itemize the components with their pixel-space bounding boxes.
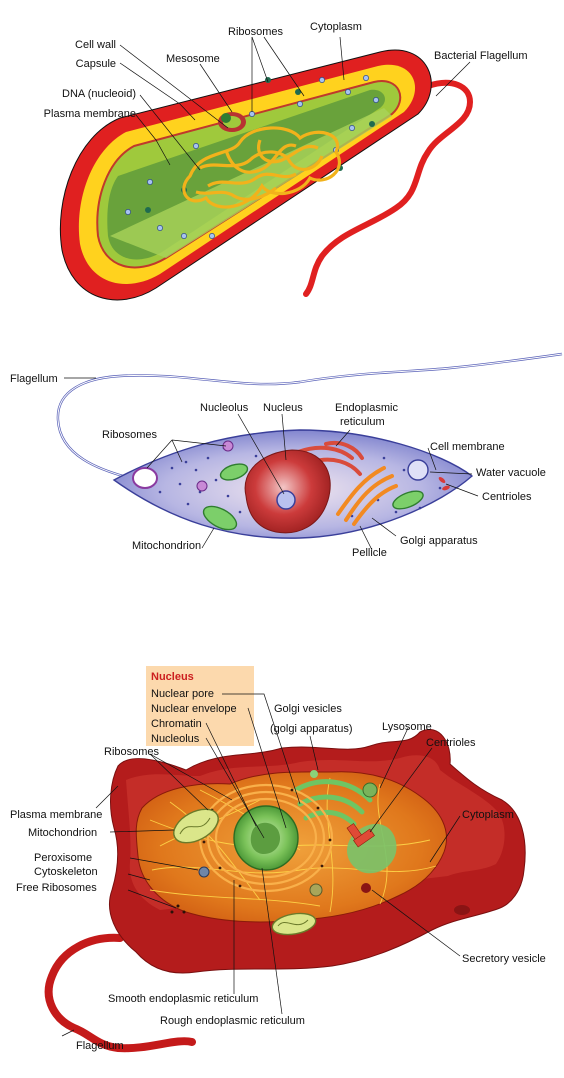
label-animal-centrioles: Centrioles: [426, 737, 476, 749]
label-capsule: Capsule: [76, 58, 116, 70]
nucleus-info-box: [146, 666, 254, 746]
nucleus-box-title: Nucleus: [151, 671, 194, 683]
label-peroxisome: Peroxisome: [34, 852, 92, 864]
label-protist-water-vacuole: Water vacuole: [476, 467, 546, 479]
label-protist-pellicle: Pellicle: [352, 547, 387, 559]
nucleus-box-item: Chromatin: [151, 718, 202, 730]
label-animal-plasma-membrane: Plasma membrane: [10, 809, 102, 821]
animal-nucleolus: [250, 822, 281, 854]
nucleus-box-item: Nuclear pore: [151, 688, 214, 700]
animal-peroxisome: [198, 866, 210, 878]
animal-secretory-vesicle: [361, 883, 371, 893]
label-protist-ribosomes: Ribosomes: [102, 429, 158, 441]
protist-water-vacuole: [407, 459, 429, 481]
label-cytoplasm: Cytoplasm: [310, 21, 362, 33]
protist-centrioles: [438, 477, 450, 491]
nucleus-box-item: Nucleolus: [151, 733, 200, 745]
label-bacterial-flagellum: Bacterial Flagellum: [434, 50, 528, 62]
label-protist-er-2: reticulum: [340, 416, 385, 428]
label-protist-mitochondrion: Mitochondrion: [132, 540, 201, 552]
animal-cell-diagram: Nucleus Nuclear pore Nuclear envelope Ch…: [10, 666, 546, 1053]
label-cell-wall: Cell wall: [75, 39, 116, 51]
animal-centrioles: [346, 823, 375, 848]
dna-nucleoid: [182, 126, 341, 209]
label-protist-nucleus: Nucleus: [263, 402, 303, 414]
ribosomes: [125, 75, 379, 239]
label-protist-flagellum: Flagellum: [10, 373, 58, 385]
protist-nucleolus: [276, 490, 296, 510]
label-protist-centrioles: Centrioles: [482, 491, 532, 503]
label-lysosome: Lysosome: [382, 721, 432, 733]
label-animal-flagellum: Flagellum: [76, 1040, 124, 1052]
label-animal-ribosomes: Ribosomes: [104, 746, 160, 758]
label-protist-er-1: Endoplasmic: [335, 402, 398, 414]
label-animal-cytoplasm: Cytoplasm: [462, 809, 514, 821]
label-dna: DNA (nucleoid): [62, 88, 136, 100]
animal-flagellum: [44, 933, 196, 1053]
protist-mitochondria: [202, 463, 424, 531]
protist-golgi: [336, 466, 398, 526]
protist-diagram: Flagellum Ribosomes Nucleolus Nucleus En…: [10, 352, 563, 559]
label-golgi-1: Golgi vesicles: [274, 703, 342, 715]
label-plasma-membrane: Plasma membrane: [44, 108, 136, 120]
bacterium-diagram: Cell wall Capsule DNA (nucleoid) Plasma …: [44, 21, 528, 301]
label-cytoskeleton: Cytoskeleton: [34, 866, 98, 878]
label-secretory-vesicle: Secretory vesicle: [462, 953, 546, 965]
label-free-ribosomes: Free Ribosomes: [16, 882, 97, 894]
label-rough-er: Rough endoplasmic reticulum: [160, 1015, 305, 1027]
nucleus-box-item: Nuclear envelope: [151, 703, 237, 715]
label-mesosome: Mesosome: [166, 53, 220, 65]
label-protist-nucleolus: Nucleolus: [200, 402, 249, 414]
label-smooth-er: Smooth endoplasmic reticulum: [108, 993, 258, 1005]
label-animal-mitochondrion: Mitochondrion: [28, 827, 97, 839]
bacterial-flagellum: [303, 79, 474, 297]
animal-golgi: [293, 779, 373, 827]
label-protist-cell-membrane: Cell membrane: [430, 441, 505, 453]
label-golgi-2: (golgi apparatus): [270, 723, 353, 735]
mesosome: [218, 112, 246, 132]
protist-ribosomes: [158, 446, 442, 524]
label-ribosomes: Ribosomes: [228, 26, 284, 38]
label-protist-golgi: Golgi apparatus: [400, 535, 478, 547]
animal-lysosome: [362, 782, 378, 798]
animal-mitochondria: [173, 808, 317, 936]
